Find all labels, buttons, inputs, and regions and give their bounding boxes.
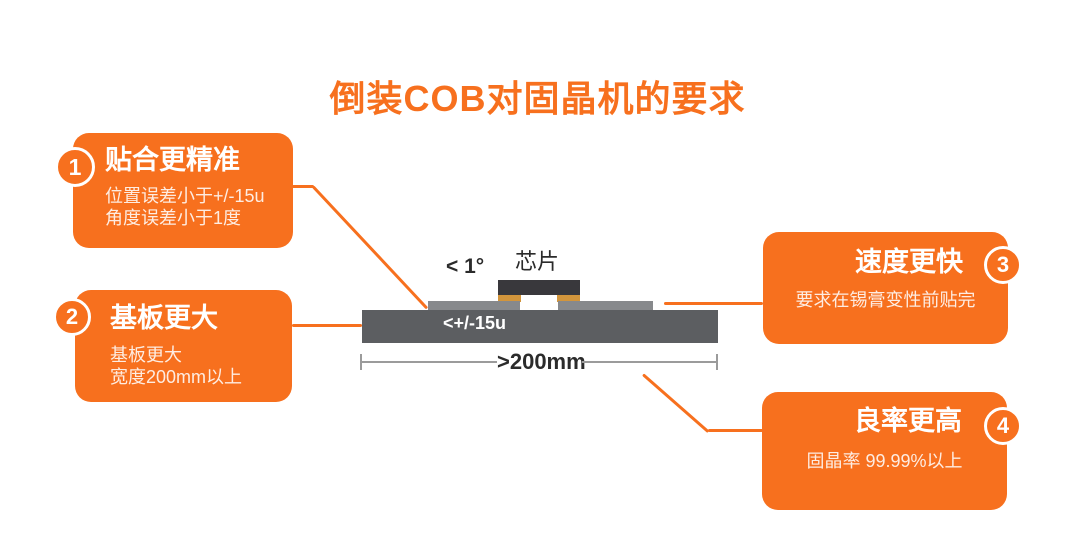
number-badge-2: 2 [53,298,91,336]
number-badge-1: 1 [55,147,95,187]
solder-pad-left [498,295,521,302]
card-heading: 速度更快 [855,247,963,277]
card-heading: 良率更高 [854,406,962,436]
substrate-board [362,310,718,343]
chip-label: 芯片 [514,249,559,274]
board-width-label: >200mm [497,349,586,374]
card-subtext: 要求在锡膏变性前贴完 [763,289,1008,312]
connector-box1-stub [292,185,314,188]
callout-card-yield: 良率更高 固晶率 99.99%以上 [762,392,1007,510]
connector-box2-line [292,324,362,327]
connector-box4-stub [708,429,763,432]
connector-box3-line [664,302,763,305]
dimension-line-right [582,361,718,363]
dimension-tick-right [716,354,718,370]
card-subtext: 位置误差小于+/-15u 角度误差小于1度 [105,185,293,230]
number-badge-3: 3 [984,246,1022,284]
card-subtext-line: 要求在锡膏变性前贴完 [795,289,976,310]
number-badge-4: 4 [984,407,1022,445]
circuit-layer-left [428,301,520,311]
card-subtext: 基板更大 宽度200mm以上 [110,344,292,389]
solder-pad-right [557,295,580,302]
card-subtext-line: 固晶率 99.99%以上 [806,450,963,471]
angle-tolerance-label: < 1° [446,255,485,278]
connector-box4-diagonal [642,373,710,434]
card-heading: 基板更大 [110,303,218,333]
callout-card-speed: 速度更快 要求在锡膏变性前贴完 [763,232,1008,344]
chip-body [498,280,580,295]
page-title: 倒装COB对固晶机的要求 [329,78,746,120]
card-subtext-line: 角度误差小于1度 [105,208,242,229]
callout-card-precision: 贴合更精准 位置误差小于+/-15u 角度误差小于1度 [73,133,293,248]
connector-box1-diagonal [311,185,429,310]
card-subtext: 固晶率 99.99%以上 [762,450,1007,473]
circuit-layer-right [558,301,653,311]
callout-card-substrate: 基板更大 基板更大 宽度200mm以上 [75,290,292,402]
dimension-line-left [361,361,497,363]
card-subtext-line: 宽度200mm以上 [110,367,243,388]
card-subtext-line: 基板更大 [110,344,182,365]
card-heading: 贴合更精准 [105,145,240,175]
position-tolerance-label: <+/-15u [443,313,507,333]
card-subtext-line: 位置误差小于+/-15u [105,185,265,206]
